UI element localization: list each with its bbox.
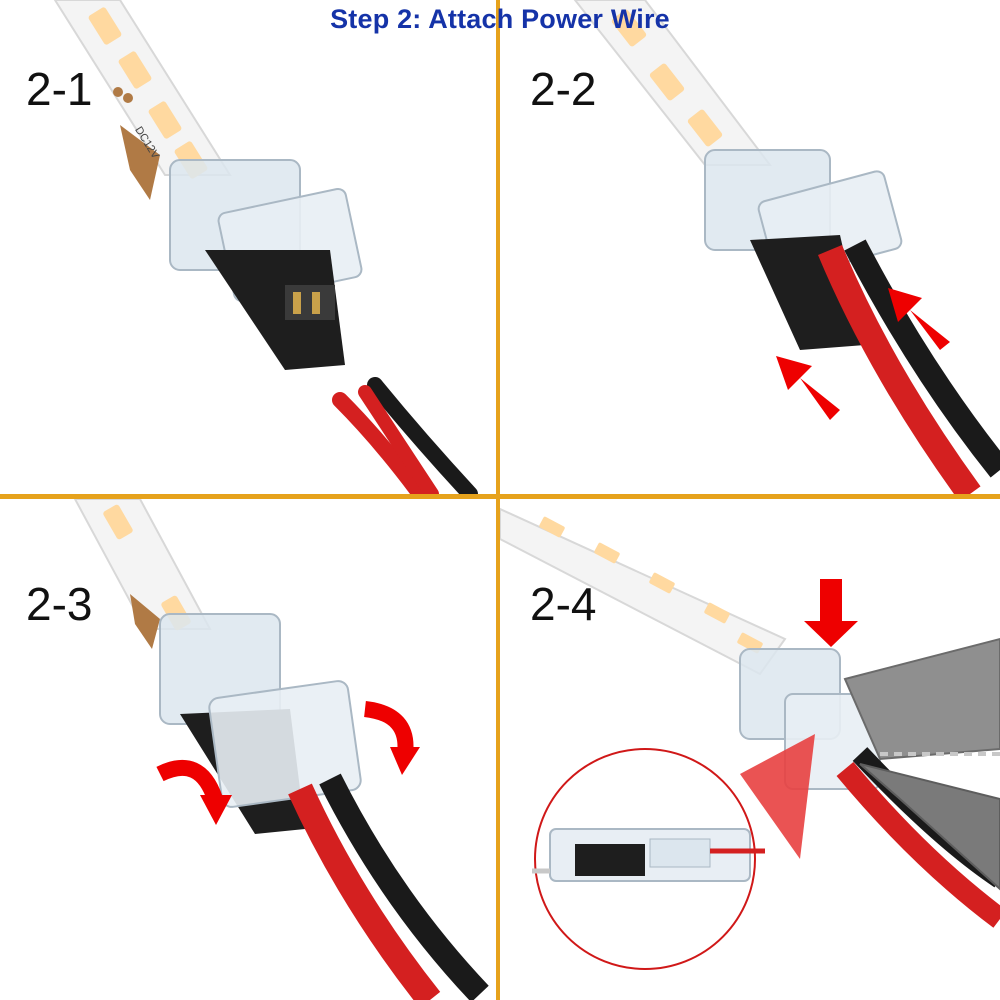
vertical-divider (496, 0, 500, 1000)
step-panel-2-1: 2-1 DC12V (0, 0, 496, 494)
step-panel-2-3: 2-3 (0, 499, 496, 1000)
led-chip (88, 7, 122, 45)
power-wire (332, 377, 478, 494)
arrow-icon (776, 356, 840, 420)
rotate-arrow-icon (363, 701, 420, 775)
power-wire (818, 239, 1000, 494)
step-label: 2-4 (530, 578, 597, 630)
arrow-icon (888, 288, 950, 350)
step-2-1-illustration: DC12V (53, 0, 478, 494)
horizontal-divider (0, 494, 1000, 499)
magnifier-callout (532, 734, 815, 970)
connector (159, 613, 362, 834)
led-strip: DC12V (53, 0, 232, 200)
step-label: 2-3 (26, 578, 93, 630)
pliers (843, 637, 1000, 891)
step-2-3-illustration (73, 499, 489, 1000)
step-panel-2-4: 2-4 (500, 499, 1000, 1000)
step-panel-2-2: 2-2 (500, 0, 1000, 494)
step-label: 2-1 (26, 63, 93, 115)
page-title: Step 2: Attach Power Wire (330, 4, 670, 34)
power-wire (288, 773, 489, 1000)
led-chip (118, 51, 152, 89)
step-2-2-illustration (573, 0, 1000, 494)
step-2-4-illustration (500, 507, 1000, 970)
arrow-icon (804, 579, 858, 647)
step-label: 2-2 (530, 63, 597, 115)
rotate-arrow-icon (156, 759, 232, 825)
led-chip (148, 101, 182, 139)
connector (169, 159, 363, 370)
